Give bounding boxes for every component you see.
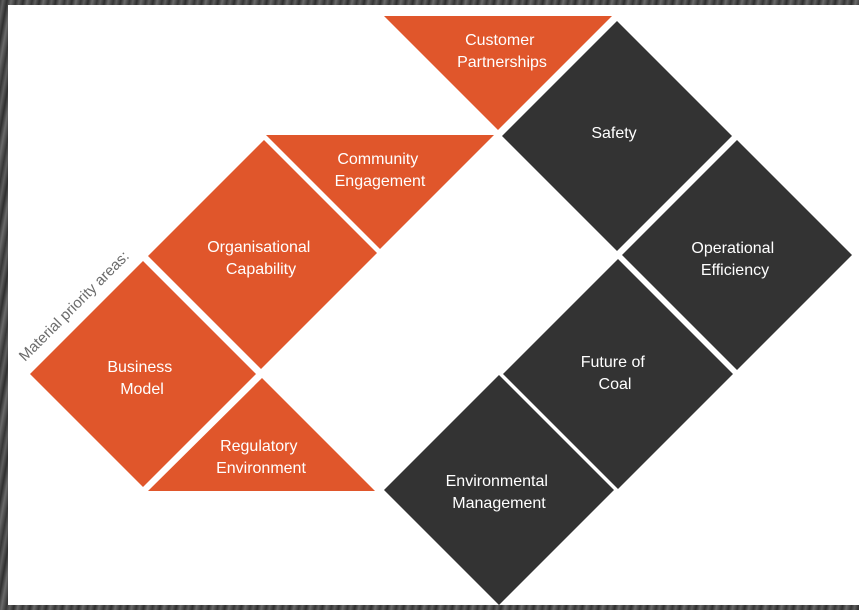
community-engagement-label: Community Engagement [335,151,426,190]
operational-efficiency-shape [622,140,852,370]
safety-shape [502,21,732,251]
environmental-management-shape [384,375,614,605]
organisational-capability-shape [148,140,377,369]
business-model-shape [30,261,256,487]
safety-label: Safety [591,125,636,142]
customer-partnerships-label: Customer Partnerships [457,32,547,71]
business-model-label: Business Model [107,359,176,398]
future-of-coal-shape [503,259,733,489]
customer-partnerships-shape [384,16,612,130]
environmental-management-label: Environmental Management [446,473,553,512]
community-engagement-shape [266,135,494,249]
operational-efficiency-label: Operational Efficiency [691,240,778,279]
organisational-capability-label: Organisational Capability [207,239,315,278]
future-of-coal-label: Future of Coal [581,354,649,393]
regulatory-environment-shape [148,378,375,491]
regulatory-environment-label: Regulatory Environment [216,438,306,477]
